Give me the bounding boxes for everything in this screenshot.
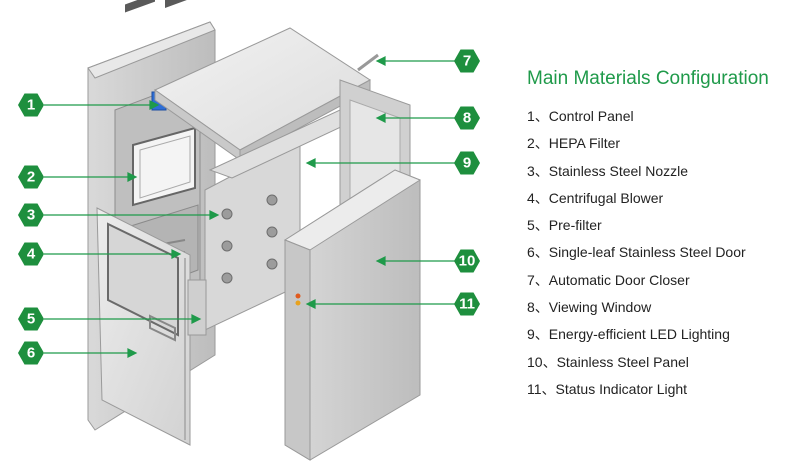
callout-badge-11: 11 <box>454 292 480 316</box>
legend-list: 1、Control Panel 2、HEPA Filter 3、Stainles… <box>527 103 797 403</box>
air-shower-exploded-view: 1 2 3 4 5 6 7 8 <box>18 0 480 461</box>
door-handle <box>149 314 176 342</box>
callout-badge-3: 3 <box>18 203 44 227</box>
legend-panel: Main Materials Configuration 1、Control P… <box>527 68 797 403</box>
callout-badge-4: 4 <box>18 242 44 266</box>
legend-item: 7、Automatic Door Closer <box>527 271 690 288</box>
legend-item: 2、HEPA Filter <box>527 135 621 152</box>
legend-item: 11、Status Indicator Light <box>527 380 688 397</box>
callout-number: 8 <box>463 110 471 127</box>
legend-item: 3、Stainless Steel Nozzle <box>527 162 689 179</box>
callout-badge-5: 5 <box>18 307 44 331</box>
legend-item: 1、Control Panel <box>527 108 634 124</box>
legend-item: 8、Viewing Window <box>527 299 652 316</box>
callout-badge-10: 10 <box>454 249 480 273</box>
callout-badge-6: 6 <box>18 341 44 365</box>
status-indicator-light <box>295 293 301 299</box>
callout-number: 3 <box>27 207 35 224</box>
legend-item: 4、Centrifugal Blower <box>527 189 664 206</box>
callout-badge-8: 8 <box>454 106 480 130</box>
callout-number: 4 <box>27 246 36 263</box>
callout-number: 11 <box>459 296 475 313</box>
legend-item: 10、Stainless Steel Panel <box>527 353 689 370</box>
callout-badge-9: 9 <box>454 151 480 175</box>
callout-number: 10 <box>459 253 476 270</box>
callout-lines <box>44 56 455 358</box>
viewing-window <box>107 222 179 337</box>
callout-badge-7: 7 <box>454 49 480 73</box>
door-closer <box>357 53 379 72</box>
callout-number: 2 <box>27 169 35 186</box>
callout-number: 7 <box>463 53 471 70</box>
stainless-steel-panel <box>283 169 422 461</box>
single-leaf-door <box>96 207 191 446</box>
legend-item: 5、Pre-filter <box>527 217 602 234</box>
legend-item: 9、Energy-efficient LED Lighting <box>527 326 730 343</box>
top-lid <box>154 27 379 179</box>
callout-number: 1 <box>27 97 35 114</box>
callout-number: 5 <box>27 311 35 328</box>
legend-item: 6、Single-leaf Stainless Steel Door <box>527 244 746 261</box>
callout-number: 6 <box>27 345 35 362</box>
pre-filter <box>187 279 207 336</box>
callout-badge-1: 1 <box>18 93 44 117</box>
callout-badge-2: 2 <box>18 165 44 189</box>
callout-number: 9 <box>463 155 471 172</box>
legend-title: Main Materials Configuration <box>527 68 769 89</box>
